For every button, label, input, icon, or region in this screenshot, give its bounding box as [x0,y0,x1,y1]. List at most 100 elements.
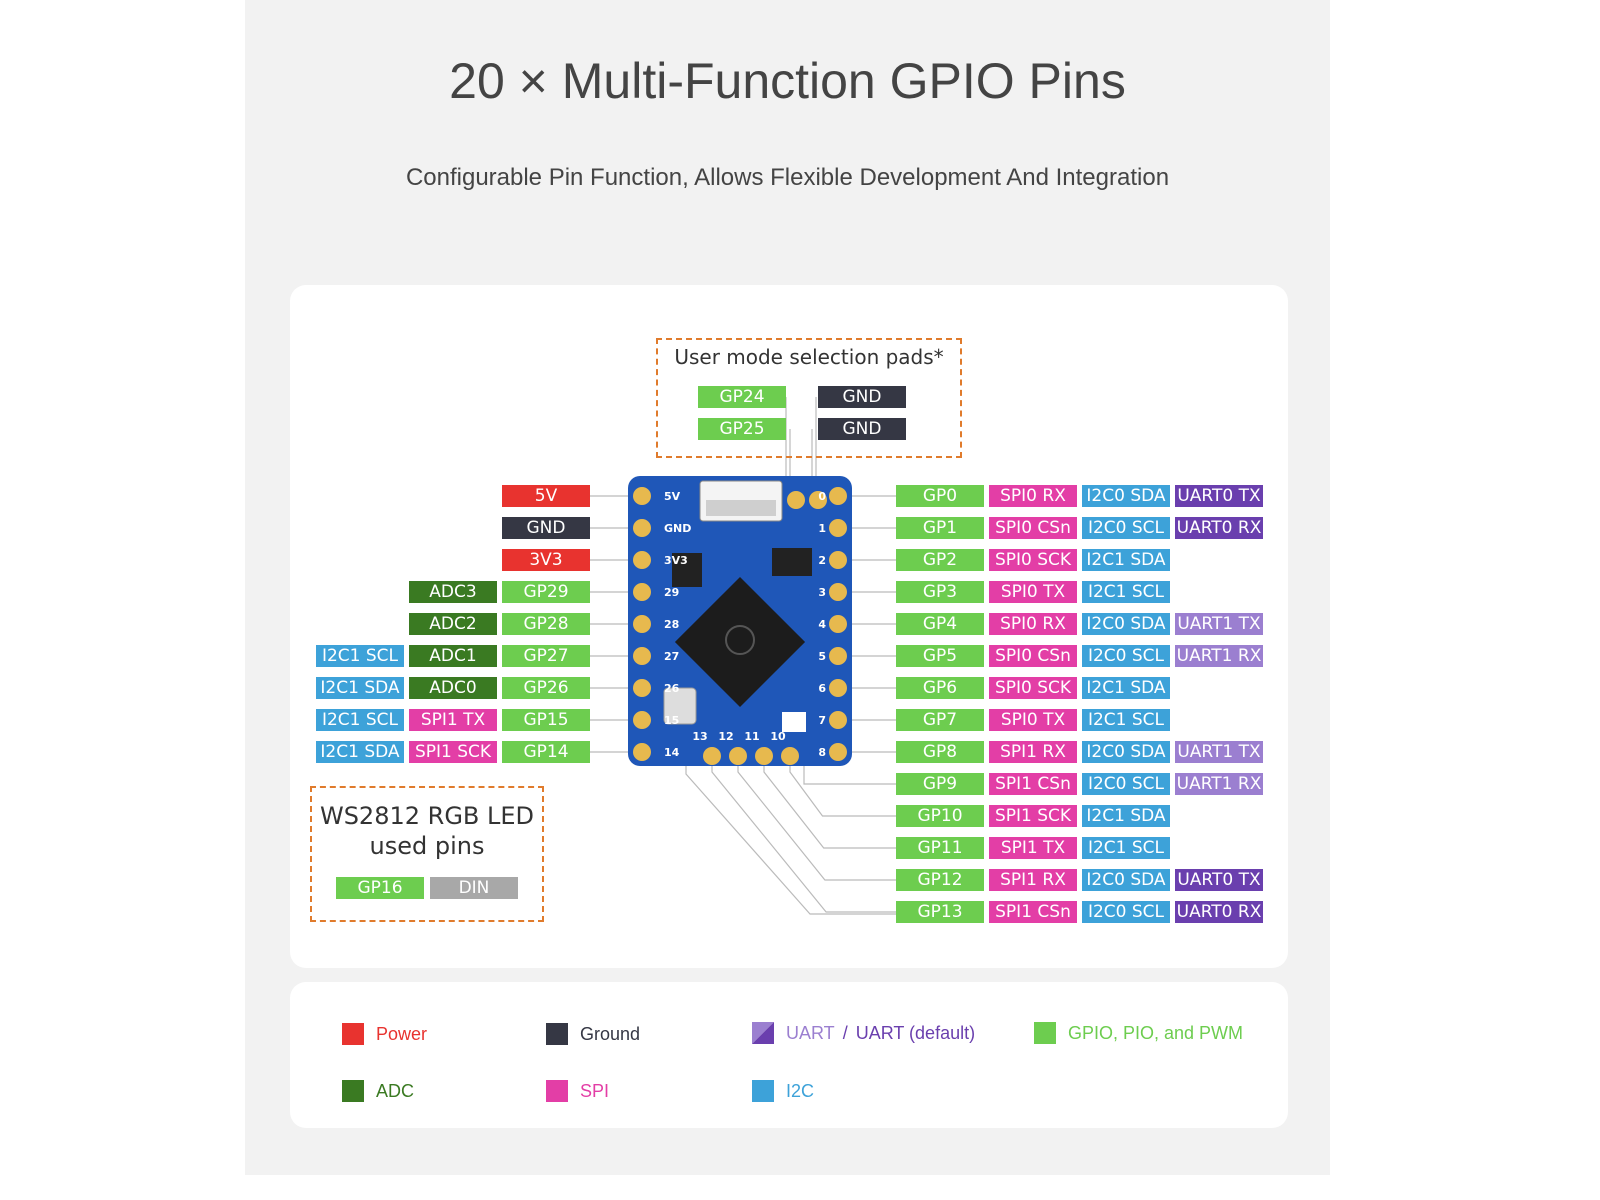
right-pin-tag: SPI0 TX [989,581,1077,603]
silkscreen-label: 1 [818,522,826,535]
pin-pad [787,491,805,509]
right-pin-tag: SPI0 RX [989,613,1077,635]
right-pin-tag: SPI1 CSn [989,773,1077,795]
right-pin-tag: UART0 RX [1175,901,1263,923]
flash-chip [772,548,812,576]
legend-gpio-swatch [1034,1022,1056,1044]
right-pin-tag: I2C0 SCL [1082,901,1170,923]
left-pin-tag: GP28 [502,613,590,635]
right-pin-tag: UART1 TX [1175,741,1263,763]
pin-pad [633,519,651,537]
right-pin-tag: UART0 TX [1175,485,1263,507]
right-pin-tag: SPI1 RX [989,741,1077,763]
silkscreen-label: 0 [818,490,826,503]
right-pin-tag: GP12 [896,869,984,891]
right-pin-tag: I2C0 SDA [1082,741,1170,763]
silkscreen-label: 3 [818,586,826,599]
right-pin-tag: GP11 [896,837,984,859]
connector-line [763,766,896,849]
pin-pad [755,747,773,765]
right-pin-tag: I2C1 SDA [1082,677,1170,699]
legend-i2c-label: I2C [786,1080,815,1101]
pin-pad [633,551,651,569]
regulator [672,553,702,587]
right-pin-tag: GP10 [896,805,984,827]
raspberry-logo-icon [725,625,755,655]
legend-power-label: Power [376,1023,428,1044]
right-pin-tag: I2C1 SCL [1082,709,1170,731]
legend-spi-swatch [546,1080,568,1102]
left-pin-tag: GP26 [502,677,590,699]
right-pin-tag: I2C1 SCL [1082,581,1170,603]
silkscreen-label: 14 [664,746,680,759]
right-pin-tag: GP13 [896,901,984,923]
pin-pad [829,679,847,697]
right-pin-tag: GP8 [896,741,984,763]
pin-pad [829,647,847,665]
legend-uart-label: UART [786,1022,835,1043]
ws2812-label-line1: WS2812 RGB LED [319,802,535,830]
left-pin-tag: SPI1 TX [409,709,497,731]
left-pin-tag: I2C1 SCL [316,709,404,731]
right-pin-tag: I2C0 SCL [1082,773,1170,795]
rgb-led [782,712,806,732]
right-pin-tag: I2C0 SCL [1082,517,1170,539]
pin-pad [633,615,651,633]
legend-spi: SPI [546,1079,609,1103]
legend-ground: Ground [546,1022,640,1046]
left-pin-tag: GND [502,517,590,539]
right-pin-tag: I2C0 SDA [1082,613,1170,635]
pin-pad [703,747,721,765]
silkscreen-label: 8 [818,746,826,759]
legend-gpio: GPIO, PIO, and PWM [1034,1021,1243,1045]
right-pin-tag: I2C1 SCL [1082,837,1170,859]
pin-pad [633,711,651,729]
legend-ground-label: Ground [580,1023,641,1044]
legend-adc-swatch [342,1080,364,1102]
right-pin-tag: SPI0 CSn [989,645,1077,667]
left-pin-tag: ADC0 [409,677,497,699]
right-pin-tag: SPI1 RX [989,869,1077,891]
pin-pad [729,747,747,765]
silkscreen-label: 29 [664,586,679,599]
ws2812-din: DIN [430,877,518,899]
right-pin-tag: GP1 [896,517,984,539]
user-pad-gp25: GP25 [698,418,786,440]
pin-pad [829,615,847,633]
ws2812-label-line2: used pins [369,832,485,860]
silkscreen-label: 15 [664,714,679,727]
pin-pad [829,551,847,569]
silkscreen-label: 27 [664,650,679,663]
silkscreen-label: 10 [770,730,786,743]
left-pin-tag: ADC3 [409,581,497,603]
silkscreen-label: 28 [664,618,679,631]
user-pad-gp24: GP24 [698,386,786,408]
legend-uart-sep: / [842,1022,848,1043]
right-pin-tag: GP0 [896,485,984,507]
ws2812-box [310,786,544,922]
right-pin-tag: SPI1 TX [989,837,1077,859]
silkscreen-label: 2 [818,554,826,567]
right-pin-tag: I2C1 SDA [1082,549,1170,571]
right-pin-tag: SPI1 SCK [989,805,1077,827]
legend-spi-label: SPI [580,1080,610,1101]
right-pin-tag: SPI0 SCK [989,677,1077,699]
pin-pad [829,519,847,537]
legend-i2c: I2C [752,1079,814,1103]
right-pin-tag: SPI0 CSn [989,517,1077,539]
connector-line [737,766,896,881]
page-title: 20 × Multi-Function GPIO Pins [449,53,1126,109]
right-pin-tag: I2C1 SDA [1082,805,1170,827]
boot-button [663,687,697,725]
user-mode-label: User mode selection pads* [674,345,944,369]
left-pin-tag: GP27 [502,645,590,667]
legend-power: Power [342,1022,427,1046]
connector-slot [706,500,776,516]
user-pad-gnd-1: GND [818,386,906,408]
silkscreen-label: 11 [744,730,759,743]
page-subtitle: Configurable Pin Function, Allows Flexib… [405,164,1170,191]
silkscreen-label: 5V [664,490,681,503]
legend-adc: ADC [342,1079,414,1103]
ws2812-gp16: GP16 [336,877,424,899]
